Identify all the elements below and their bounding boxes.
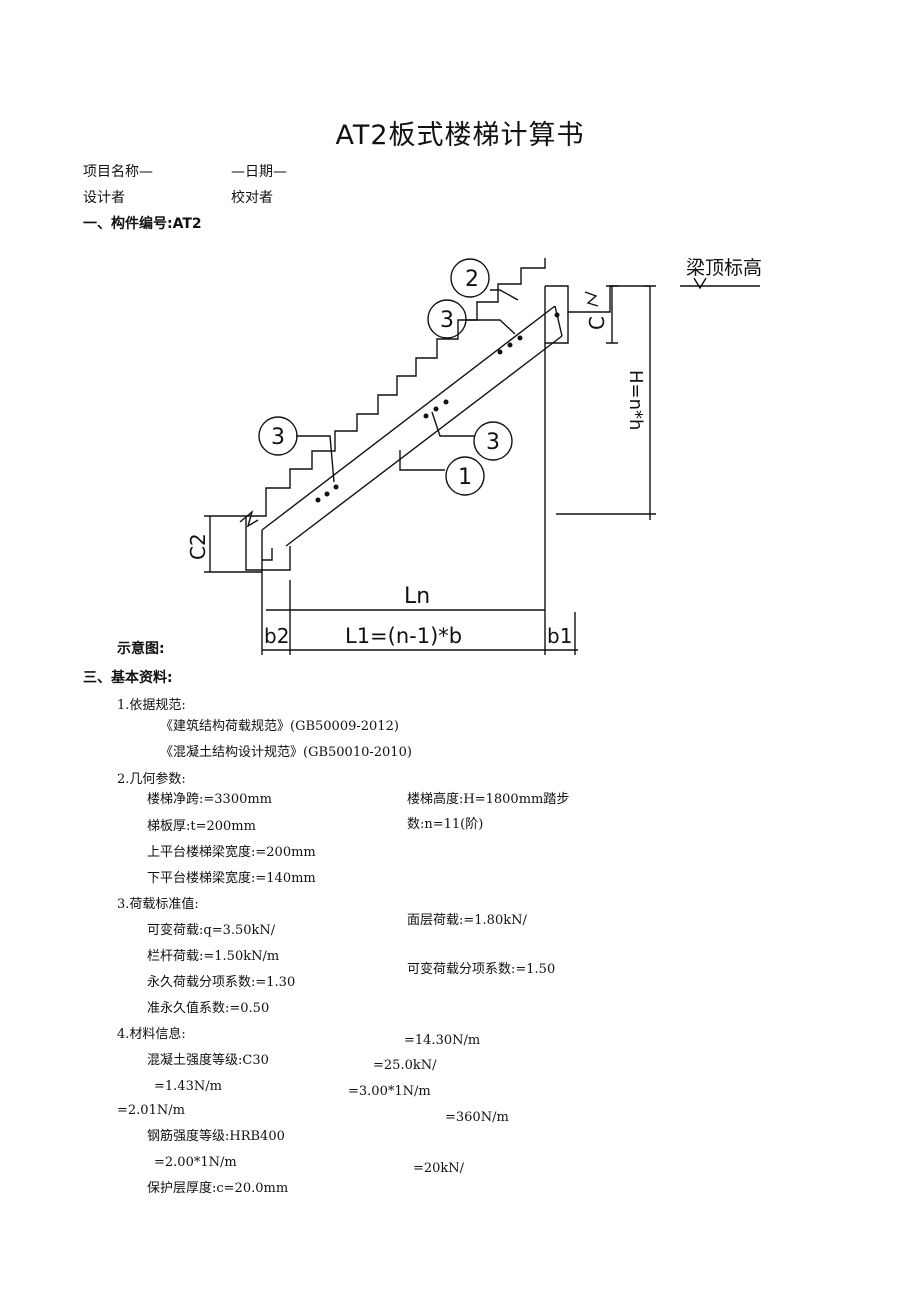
- steel-unit-weight: =20kN/: [413, 1161, 465, 1176]
- callout-1-text: 1: [458, 465, 472, 490]
- stair-schematic: 2 3 3 3 1 梁顶标高 Ln b2 L1=(n-1)*b b1 C2 C …: [186, 257, 762, 655]
- concrete-cover: 保护层厚度:c=20.0mm: [147, 1181, 289, 1196]
- slab-thickness: 梯板厚:t=200mm: [147, 819, 256, 834]
- materials-heading: 4.材料信息:: [117, 1027, 186, 1042]
- b2-label: b2: [264, 624, 289, 648]
- upper-break: [584, 291, 599, 307]
- geometry-heading: 2.几何参数:: [117, 772, 186, 787]
- c-label: C: [585, 316, 609, 330]
- permanent-load-factor: 永久荷载分项系数:=1.30: [147, 975, 296, 990]
- variable-load-factor: 可变荷载分项系数:=1.50: [407, 962, 556, 977]
- slab-end-upper: [554, 305, 563, 337]
- leader-1: [399, 450, 445, 471]
- lower-beam: [245, 516, 291, 571]
- rebar-dots: [315, 312, 560, 503]
- upper-landing: [545, 285, 650, 313]
- concrete-ftk: =2.01N/m: [117, 1103, 185, 1118]
- callout-circle-1: [445, 456, 485, 496]
- c2-label: C2: [186, 533, 210, 560]
- project-name-label: 项目名称—: [83, 164, 153, 180]
- checker-label: 校对者: [231, 190, 273, 206]
- leader-3-top: [465, 319, 516, 335]
- stair-steps: [246, 258, 546, 517]
- callout-circle-3a: [427, 299, 467, 339]
- concrete-grade: 混凝土强度等级:C30: [147, 1053, 269, 1068]
- section-basic-data: 三、基本资料:: [83, 670, 173, 686]
- step-count: 数:n=11(阶): [407, 817, 484, 832]
- surface-load: 面层荷载:=1.80kN/: [407, 913, 527, 928]
- concrete-unit-weight: =25.0kN/: [373, 1058, 437, 1073]
- upper-beam-width: 上平台楼梯梁宽度:=200mm: [147, 845, 316, 860]
- variable-load: 可变荷载:q=3.50kN/: [147, 923, 276, 938]
- steel-fy: =360N/m: [445, 1110, 509, 1125]
- c2-dim: [204, 515, 262, 573]
- leader-3-left: [296, 435, 335, 483]
- l1-label: L1=(n-1)*b: [345, 624, 462, 648]
- steel-grade: 钢筋强度等级:HRB400: [147, 1129, 285, 1144]
- elevation-marker: [680, 277, 760, 290]
- date-label: —日期—: [231, 164, 287, 180]
- designer-label: 设计者: [83, 190, 125, 206]
- ln-label: Ln: [404, 584, 430, 609]
- c-dim: [606, 285, 618, 344]
- steel-es: =2.00*1N/m: [154, 1155, 237, 1170]
- slab-bottom: [285, 335, 563, 547]
- callout-circle-3c: [473, 421, 513, 461]
- diagram-caption: 示意图:: [117, 641, 165, 657]
- railing-load: 栏杆荷载:=1.50kN/m: [147, 949, 280, 964]
- concrete-ec: =3.00*1N/m: [348, 1084, 431, 1099]
- callout-3b-text: 3: [271, 425, 285, 450]
- concrete-fc: =14.30N/m: [404, 1033, 481, 1048]
- callout-2-text: 2: [465, 267, 479, 292]
- section-component-id: 一、构件编号:AT2: [83, 216, 202, 232]
- beam-top-elevation-label: 梁顶标高: [686, 257, 762, 279]
- lower-beam-width: 下平台楼梯梁宽度:=140mm: [147, 871, 316, 886]
- b1-label: b1: [547, 624, 572, 648]
- quasi-permanent-factor: 准永久值系数:=0.50: [147, 1001, 270, 1016]
- code-concrete: 《混凝土结构设计规范》(GB50010-2010): [160, 745, 412, 760]
- callout-circle-2: [450, 258, 490, 298]
- page-title: AT2板式楼梯计算书: [335, 120, 585, 151]
- lower-break: [239, 510, 259, 528]
- ln-dim: [261, 343, 576, 655]
- h-label: H=n*h: [625, 370, 646, 430]
- loads-heading: 3.荷载标准值:: [117, 897, 199, 912]
- net-span: 楼梯净跨:=3300mm: [147, 792, 273, 807]
- callout-circle-3b: [258, 416, 298, 456]
- h-dim-line: [556, 285, 656, 520]
- callout-3a-text: 3: [440, 308, 454, 333]
- leader-3-right: [431, 411, 475, 437]
- slab-top: [261, 305, 556, 531]
- concrete-ft: =1.43N/m: [154, 1079, 222, 1094]
- stair-height: 楼梯高度:H=1800mm踏步: [407, 792, 570, 807]
- code-load: 《建筑结构荷载规范》(GB50009-2012): [160, 719, 399, 734]
- basis-heading: 1.依据规范:: [117, 698, 186, 713]
- callout-3c-text: 3: [486, 430, 500, 455]
- leader-2: [490, 289, 519, 301]
